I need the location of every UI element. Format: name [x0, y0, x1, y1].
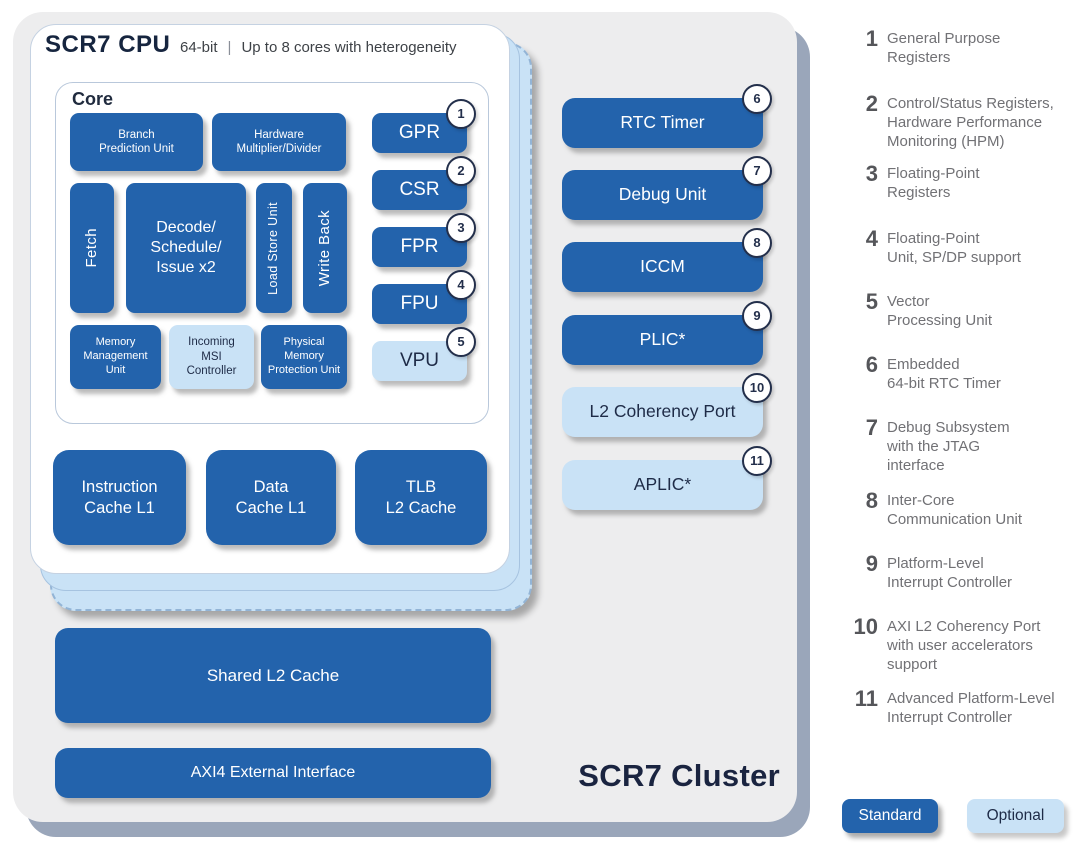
- legend-number: 2: [865, 91, 878, 116]
- block-fpu: FPU 4: [372, 270, 476, 324]
- block-branch-prediction-unit: Branch Prediction Unit: [70, 113, 203, 171]
- badge-5: 5: [446, 327, 476, 357]
- legend-item-9: 9 Platform-Level Interrupt Controller: [846, 553, 1080, 593]
- cpu-title: SCR7 CPU: [45, 31, 171, 58]
- badge-11: 11: [742, 446, 772, 476]
- block-hardware-multiplier-divider: Hardware Multiplier/Divider: [212, 113, 346, 171]
- legend-number: 3: [865, 161, 878, 186]
- block-incoming-msi-controller: Incoming MSI Controller: [169, 325, 254, 389]
- block-data-cache-l1: Data Cache L1: [206, 450, 336, 545]
- block-vpu: VPU 5: [372, 327, 476, 381]
- badge-4: 4: [446, 270, 476, 300]
- block-memory-management-unit: Memory Management Unit: [70, 325, 161, 389]
- block-csr: CSR 2: [372, 156, 476, 210]
- legend-item-3: 3 Floating-Point Registers: [846, 163, 1080, 203]
- legend-item-7: 7 Debug Subsystem with the JTAG interfac…: [846, 417, 1080, 476]
- legend-number: 9: [865, 551, 878, 576]
- badge-1: 1: [446, 99, 476, 129]
- legend-number: 11: [854, 686, 878, 711]
- badge-8: 8: [742, 228, 772, 258]
- legend-item-2: 2 Control/Status Registers, Hardware Per…: [846, 93, 1080, 152]
- cpu-subtitle-divider: |: [227, 39, 232, 56]
- legend-number: 7: [865, 415, 878, 440]
- core-label: Core: [72, 89, 114, 109]
- legend-item-6: 6 Embedded 64-bit RTC Timer: [846, 354, 1080, 394]
- legend-number: 4: [865, 226, 878, 251]
- cluster-title: SCR7 Cluster: [578, 758, 780, 793]
- cpu-subtitle-cores: Up to 8 cores with heterogeneity: [241, 39, 457, 56]
- legend-item-1: 1 General Purpose Registers: [846, 28, 1080, 68]
- legend-number: 5: [865, 289, 878, 314]
- badge-9: 9: [742, 301, 772, 331]
- block-debug-unit: Debug Unit 7: [562, 156, 772, 220]
- legend-text: Control/Status Registers, Hardware Perfo…: [887, 95, 1054, 150]
- block-fpr: FPR 3: [372, 213, 476, 267]
- legend-item-11: 11 Advanced Platform-Level Interrupt Con…: [846, 688, 1080, 728]
- block-rtc-timer: RTC Timer 6: [562, 84, 772, 148]
- key-optional: Optional: [967, 799, 1064, 833]
- block-iccm: ICCM 8: [562, 228, 772, 292]
- block-fetch: Fetch: [70, 183, 114, 313]
- block-l2-coherency-port: L2 Coherency Port 10: [562, 373, 772, 437]
- block-gpr: GPR 1: [372, 99, 476, 153]
- legend-number: 1: [865, 26, 878, 51]
- cpu-subtitle: 64-bit | Up to 8 cores with heterogeneity: [180, 39, 457, 56]
- legend-text: Embedded 64-bit RTC Timer: [887, 356, 1001, 392]
- legend-number: 10: [853, 614, 878, 639]
- block-axi4-external-interface: AXI4 External Interface: [55, 748, 491, 798]
- legend-text: Advanced Platform-Level Interrupt Contro…: [887, 690, 1055, 726]
- block-write-back: Write Back: [303, 183, 347, 313]
- badge-3: 3: [446, 213, 476, 243]
- legend-item-10: 10 AXI L2 Coherency Port with user accel…: [846, 616, 1080, 675]
- legend-text: Inter-Core Communication Unit: [887, 492, 1023, 528]
- cpu-subtitle-bits: 64-bit: [180, 39, 218, 56]
- legend-text: Floating-Point Unit, SP/DP support: [887, 230, 1021, 266]
- legend-number: 6: [865, 352, 878, 377]
- block-tlb-l2-cache: TLB L2 Cache: [355, 450, 487, 545]
- badge-10: 10: [742, 373, 772, 403]
- legend-text: AXI L2 Coherency Port with user accelera…: [887, 618, 1041, 673]
- legend-text: General Purpose Registers: [887, 30, 1001, 66]
- badge-2: 2: [446, 156, 476, 186]
- legend-text: Vector Processing Unit: [887, 293, 993, 329]
- legend-item-8: 8 Inter-Core Communication Unit: [846, 490, 1080, 530]
- block-load-store-unit: Load Store Unit: [256, 183, 292, 313]
- block-aplic: APLIC* 11: [562, 446, 772, 510]
- block-plic: PLIC* 9: [562, 301, 772, 365]
- badge-6: 6: [742, 84, 772, 114]
- legend-text: Floating-Point Registers: [887, 165, 980, 201]
- block-shared-l2-cache: Shared L2 Cache: [55, 628, 491, 723]
- key-standard: Standard: [842, 799, 938, 833]
- block-instruction-cache-l1: Instruction Cache L1: [53, 450, 186, 545]
- legend-item-4: 4 Floating-Point Unit, SP/DP support: [846, 228, 1080, 268]
- legend-text: Debug Subsystem with the JTAG interface: [887, 419, 1010, 474]
- block-physical-memory-protection-unit: Physical Memory Protection Unit: [261, 325, 347, 389]
- block-decode-schedule-issue: Decode/ Schedule/ Issue x2: [126, 183, 246, 313]
- legend-item-5: 5 Vector Processing Unit: [846, 291, 1080, 331]
- badge-7: 7: [742, 156, 772, 186]
- legend-number: 8: [865, 488, 878, 513]
- legend-text: Platform-Level Interrupt Controller: [887, 555, 1013, 591]
